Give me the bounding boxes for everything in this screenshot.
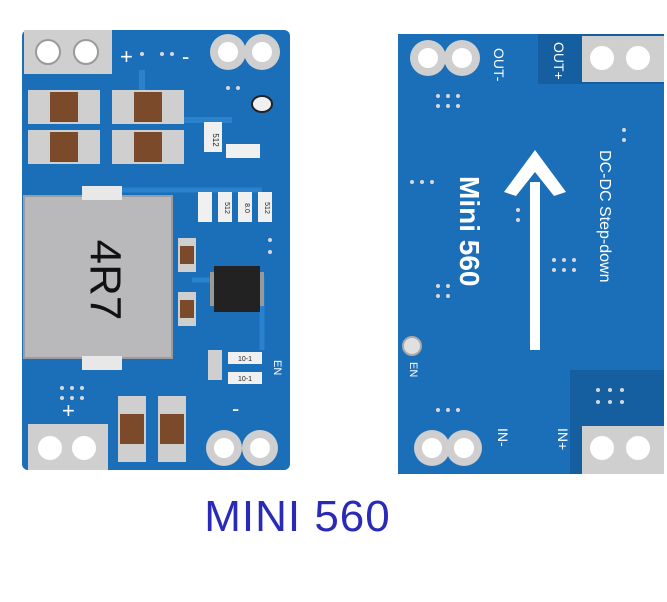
resistor-row: 8.0 512 512: [198, 192, 272, 222]
front-minus-bottom: -: [232, 396, 239, 421]
back-out-minus-label: OUT-: [491, 48, 507, 82]
arrow-up-icon: [504, 150, 566, 350]
inductor-code: 4R7: [80, 240, 129, 321]
front-en-label: EN: [271, 360, 283, 375]
svg-text:10-1: 10-1: [238, 376, 252, 383]
back-title: Mini 560: [454, 176, 485, 286]
back-in-minus-label: IN-: [495, 428, 511, 447]
back-en-label: EN: [407, 362, 419, 377]
front-plus-bottom: +: [62, 398, 75, 423]
front-minus-top: -: [182, 44, 189, 69]
front-board: 512 + - 8.0 512 512 4R7 EN 10-1 10-1 + -: [22, 30, 290, 470]
back-pads-bottom-right: [582, 426, 664, 474]
capacitor-group-top: [28, 90, 184, 164]
back-out-plus-label: OUT+: [551, 42, 567, 80]
back-subtitle: DC-DC Step-down: [596, 150, 613, 282]
back-in-plus-label: IN+: [555, 428, 571, 450]
terminal-pads-bottom-right: [206, 430, 278, 466]
terminal-pads-bottom-left: [28, 424, 108, 470]
back-board: OUT- OUT+ Mini 560 DC-DC Step-down EN IN…: [398, 34, 664, 474]
back-pads-top-right: [582, 36, 664, 82]
terminal-pads-top-left: [24, 30, 112, 74]
back-pads-bottom-left: [414, 430, 482, 466]
resistor-code-top: 512: [211, 133, 220, 147]
svg-text:512: 512: [263, 202, 270, 214]
svg-text:512: 512: [223, 202, 230, 214]
inductor: 4R7: [23, 186, 173, 370]
ic-chip: [210, 266, 264, 312]
product-caption: MINI 560: [204, 492, 391, 541]
terminal-pads-top-right: [210, 34, 280, 70]
svg-text:10-1: 10-1: [238, 356, 252, 363]
front-plus-top: +: [120, 44, 133, 69]
back-pads-top-left: [410, 40, 480, 76]
svg-text:8.0: 8.0: [243, 203, 250, 213]
